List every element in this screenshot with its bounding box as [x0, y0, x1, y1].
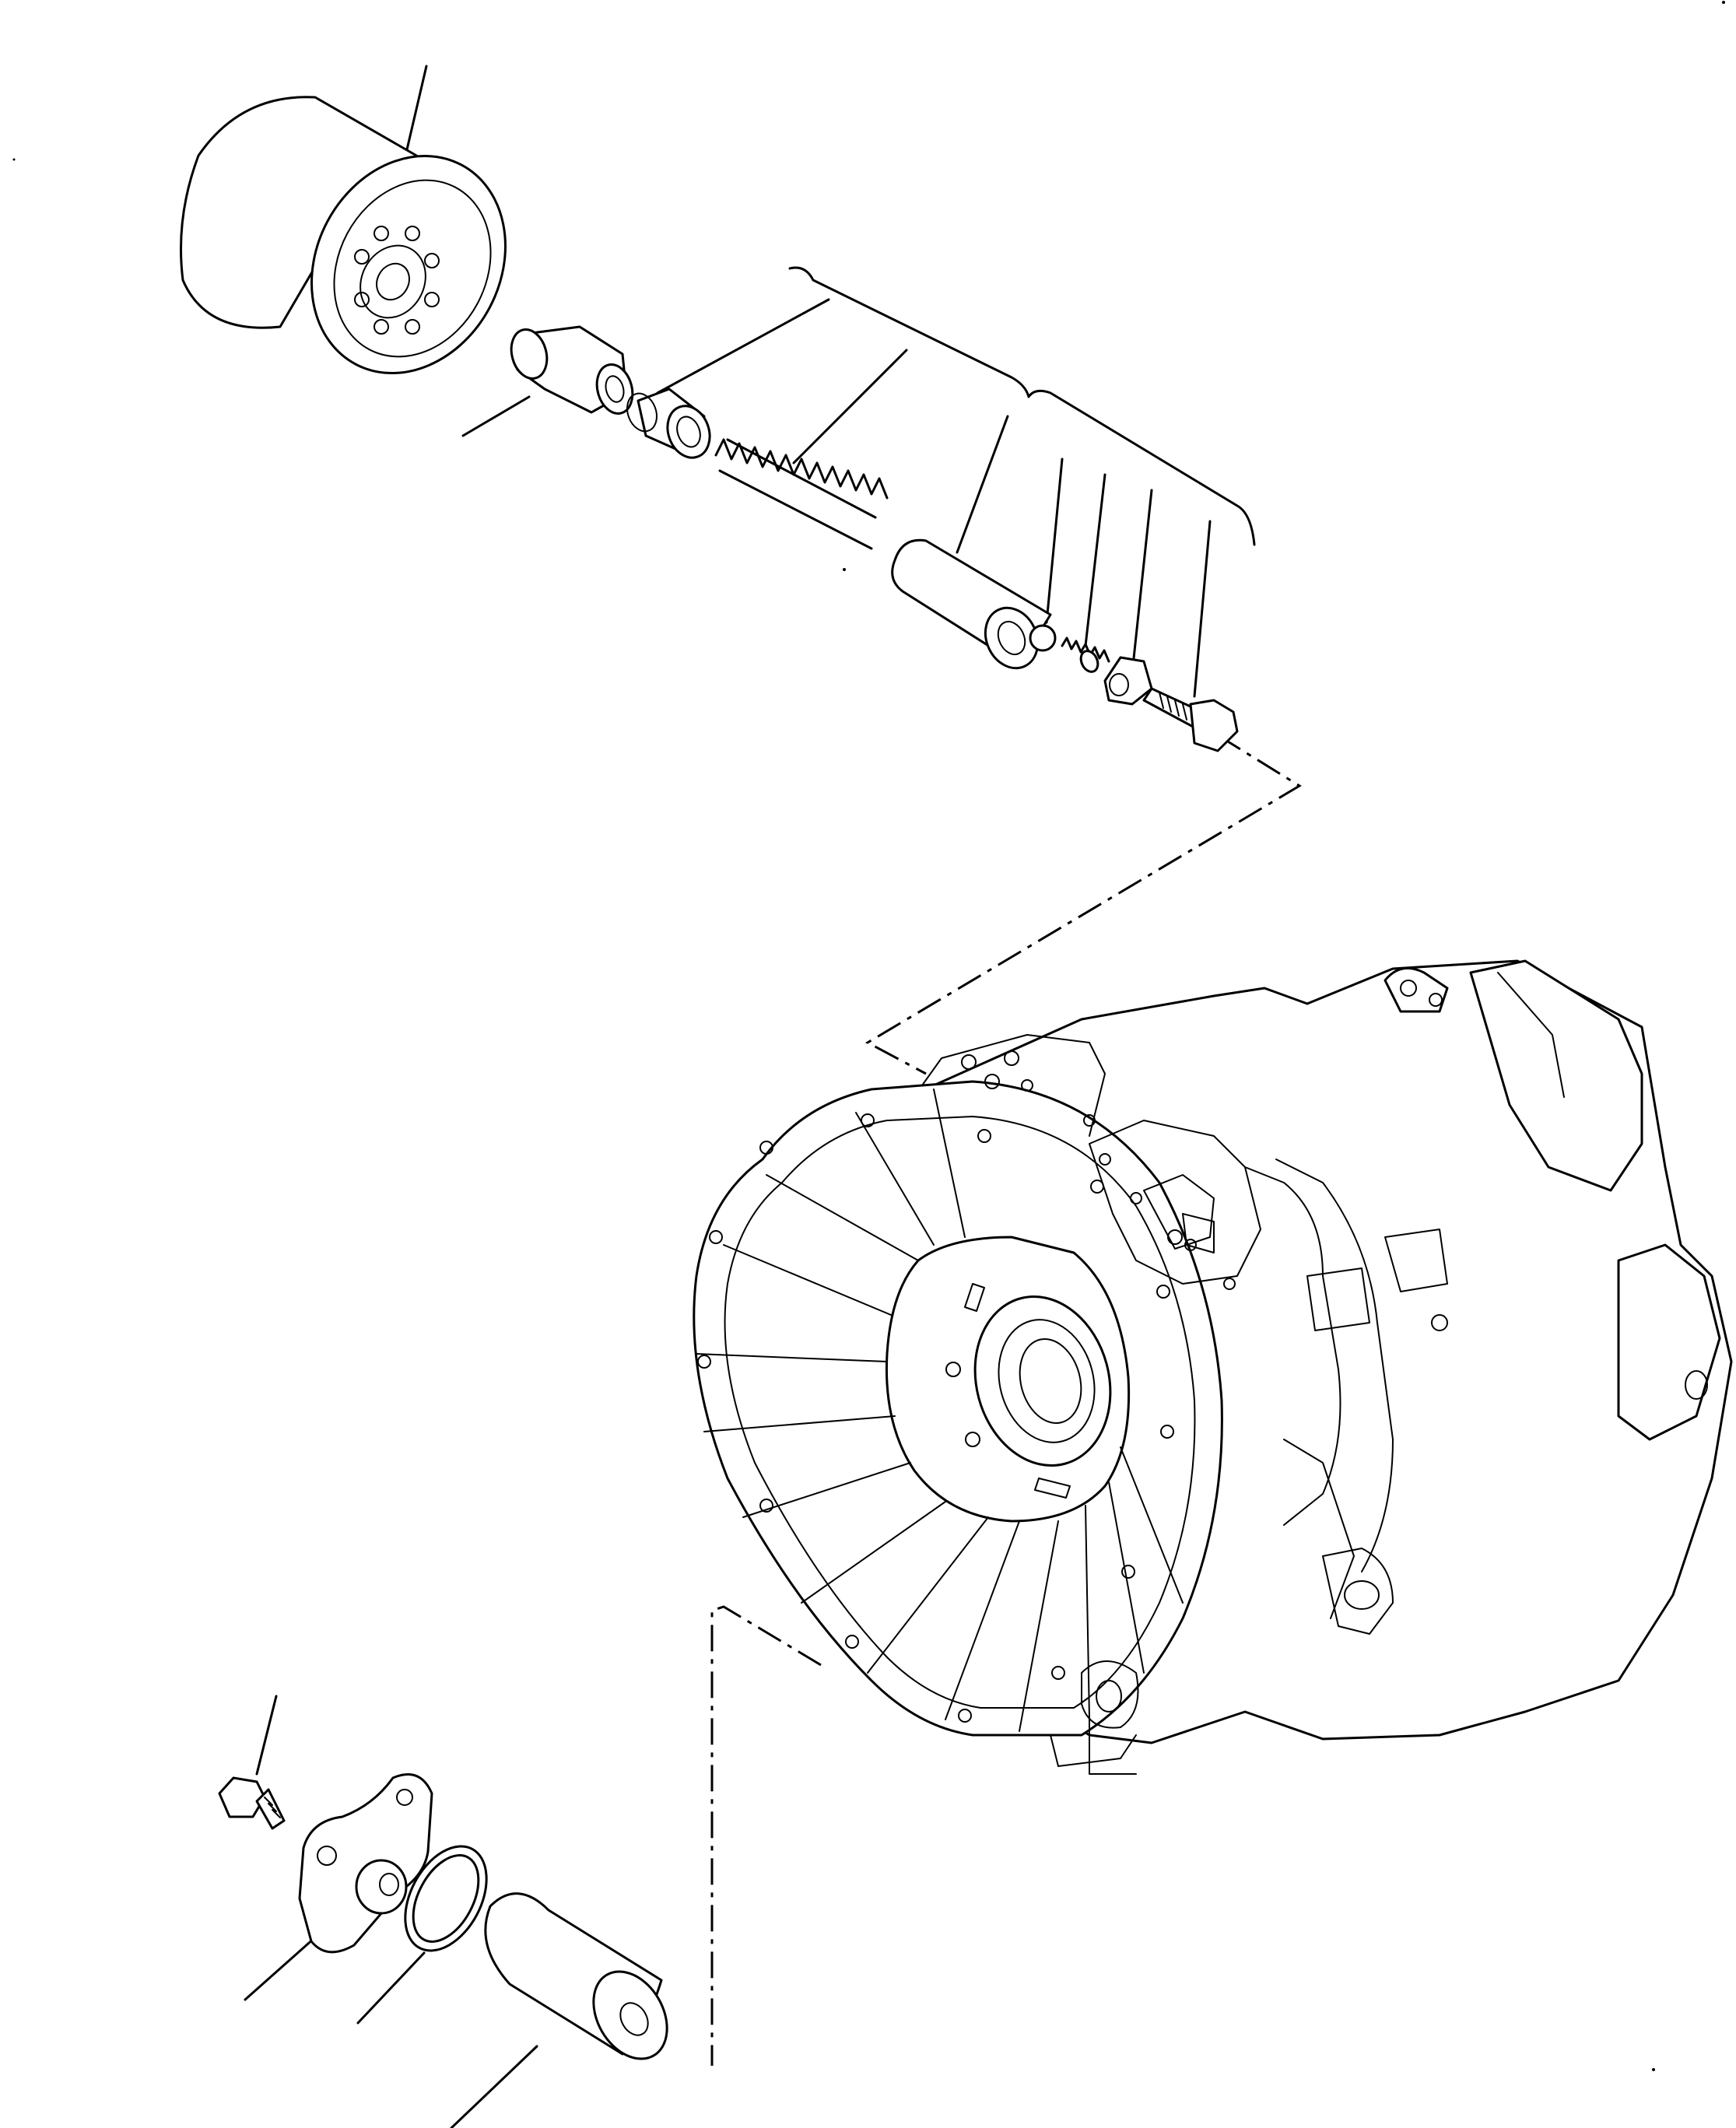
filter-adapter-icon	[510, 325, 634, 415]
leader-line-plate	[244, 1936, 317, 2001]
cover-plate-icon	[298, 1773, 433, 1954]
leader-line-filter	[403, 65, 428, 161]
ball-icon	[1029, 624, 1057, 652]
leader-line-bolt	[1193, 520, 1212, 698]
leader-line-oring	[356, 1951, 426, 2025]
leader-lines	[244, 65, 1212, 2128]
leader-line-ball	[1045, 458, 1064, 624]
transmission-housing-icon	[693, 959, 1733, 1775]
assembly-line-lower	[710, 1605, 822, 2066]
assembly-line-upper	[864, 734, 1302, 1075]
leader-line-small-spring	[1084, 473, 1106, 647]
leader-line-spring	[792, 349, 908, 465]
leader-line-sleeve	[956, 415, 1009, 554]
small-spring-icon	[1061, 636, 1110, 673]
stray-marks	[12, 1, 1725, 2071]
valve-sleeve-icon	[891, 538, 1052, 670]
assembly-lines	[710, 734, 1302, 2066]
seat-sleeve-icon	[626, 387, 711, 459]
spring-icon	[714, 438, 889, 550]
strainer-sleeve-icon	[484, 1892, 668, 2060]
leader-line-adapter	[461, 395, 531, 437]
screw-icon	[218, 1776, 286, 1830]
oil-filter-icon	[180, 96, 507, 374]
assembly-brace	[788, 266, 1256, 546]
leader-line-strainer	[450, 2045, 538, 2128]
leader-line-seat	[656, 298, 830, 394]
bolt-icon	[1142, 687, 1239, 752]
leader-line-nut	[1131, 489, 1153, 675]
o-ring-icon	[404, 1845, 488, 1952]
leader-line-screw	[255, 1695, 278, 1776]
